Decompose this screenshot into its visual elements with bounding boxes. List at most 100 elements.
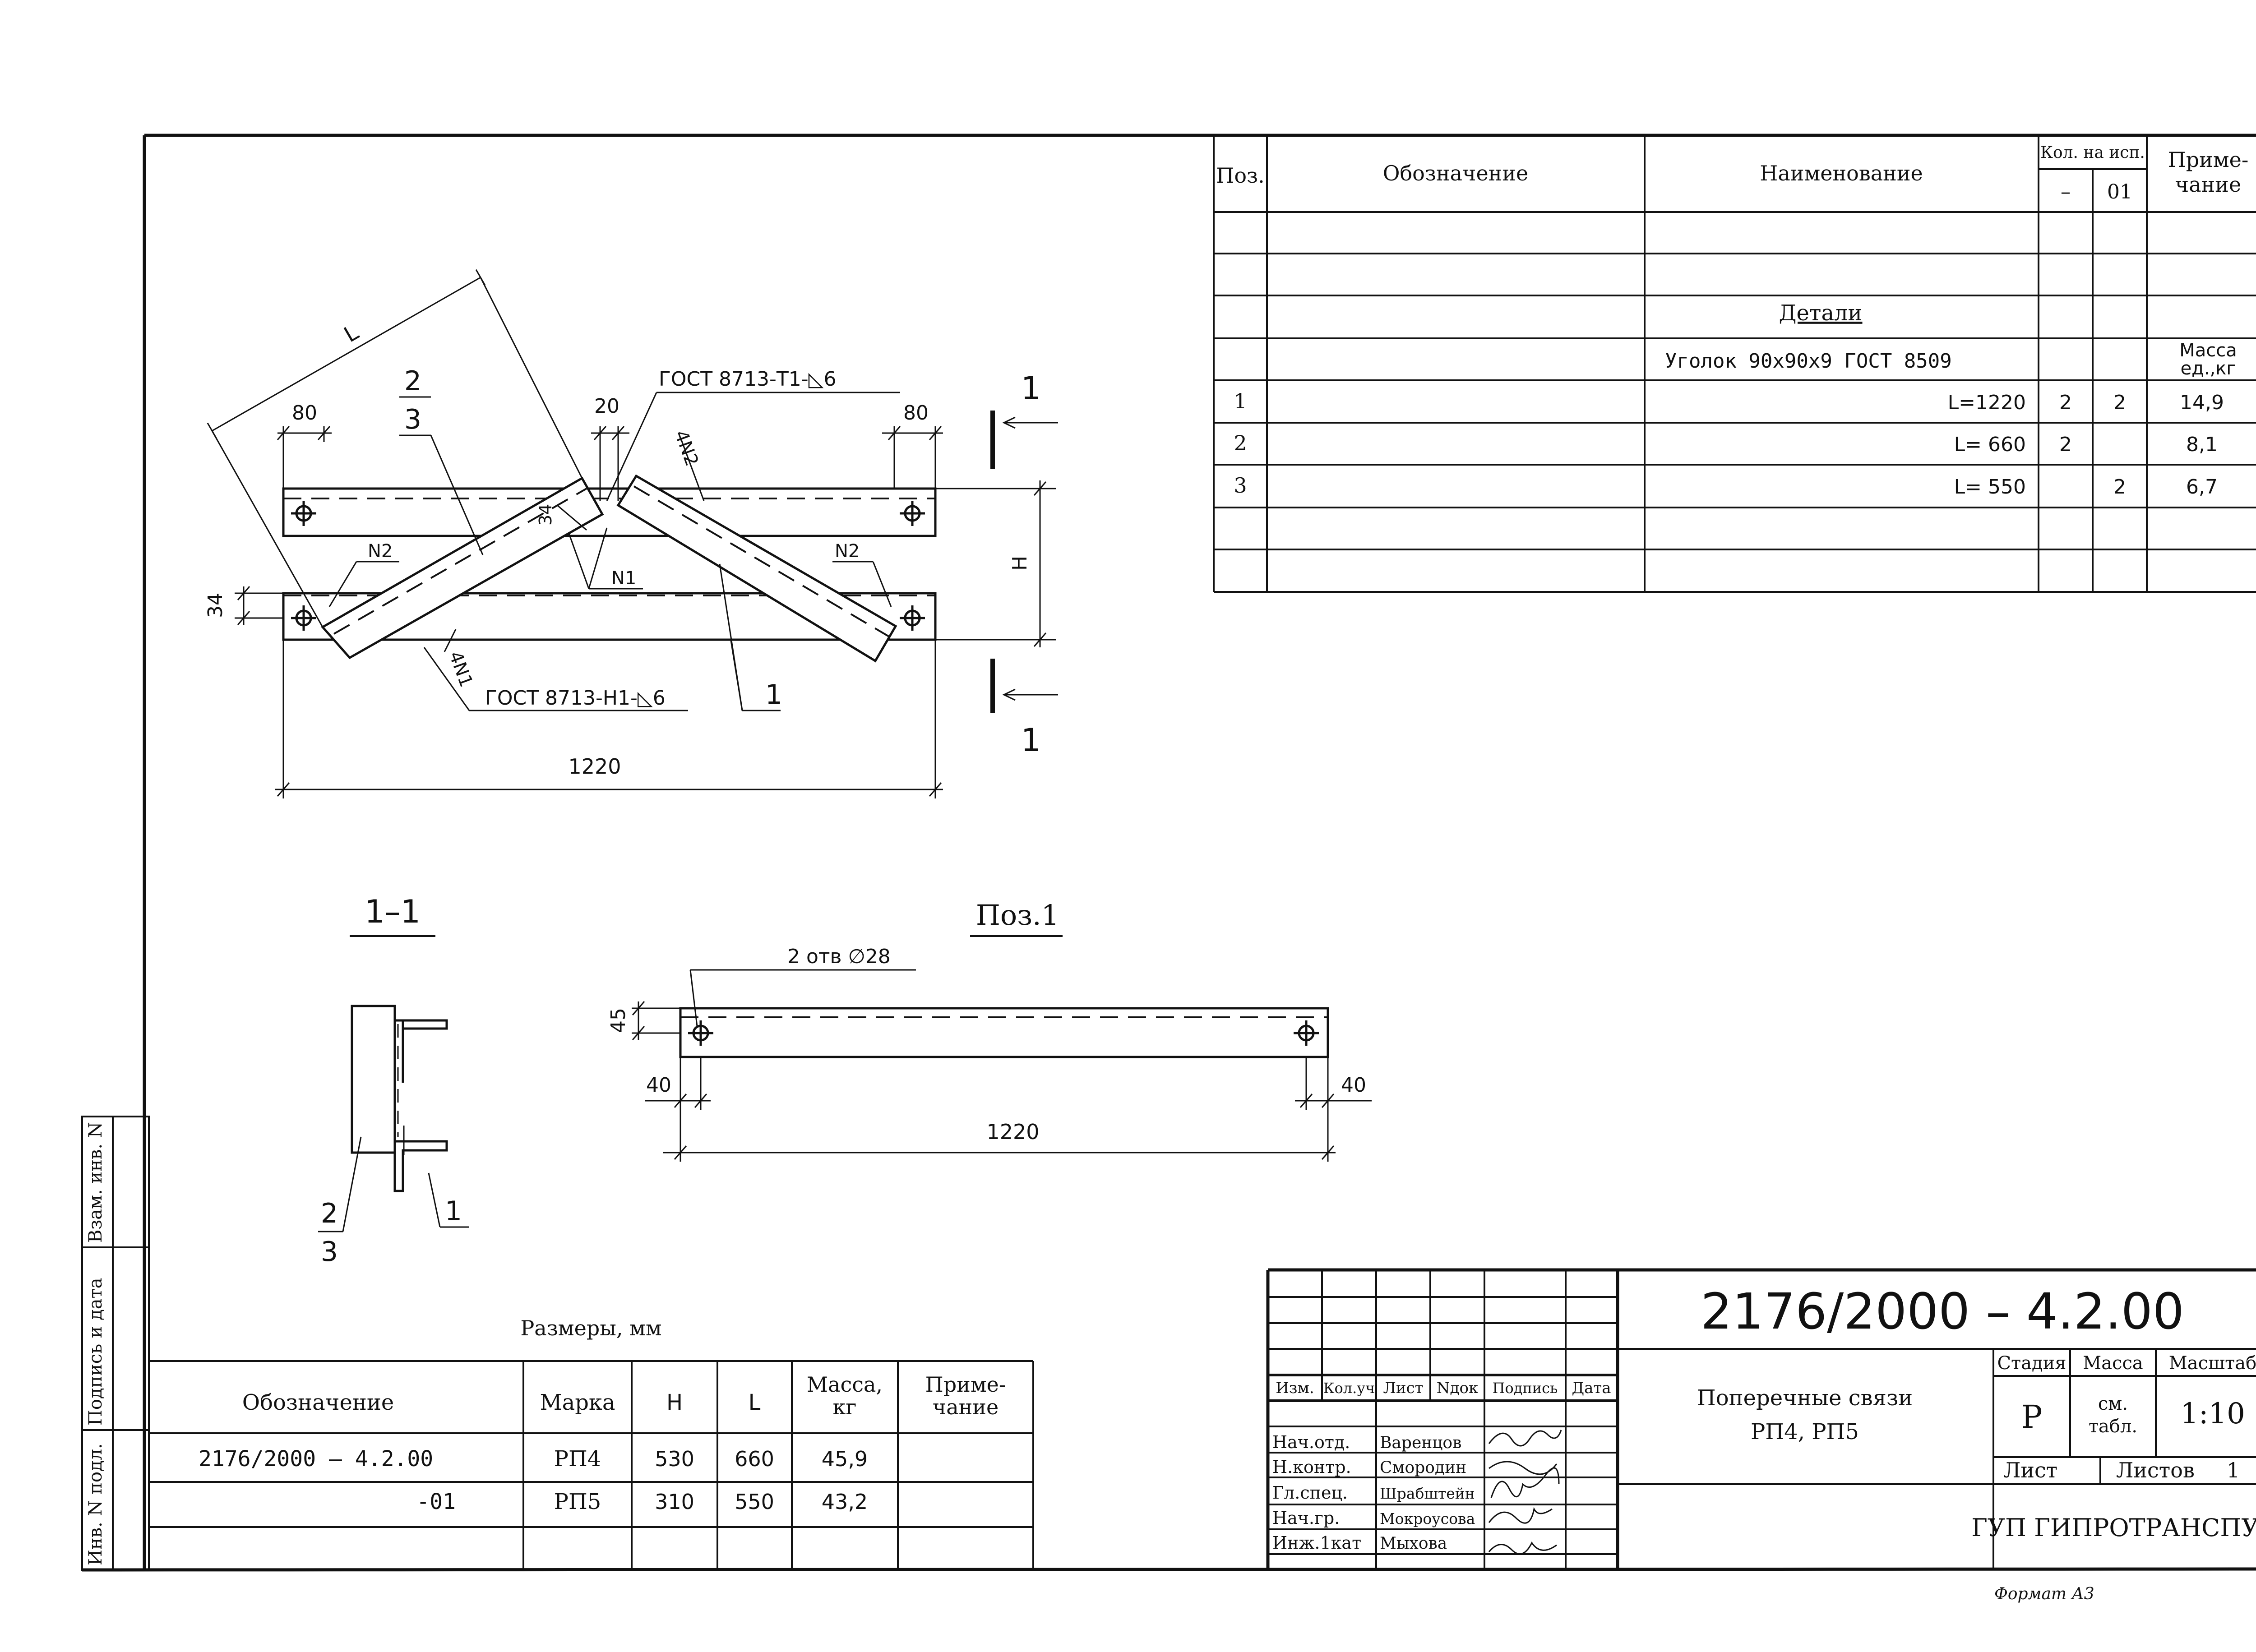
sizes-header-oboznachenie: Обозначение [242,1390,394,1415]
poz1-dim-40-left: 40 [646,1074,671,1097]
stadiya-value: Р [2021,1398,2042,1435]
spec-row-qty-dash: 2 [2059,391,2072,414]
massa-label: Масса [2083,1353,2143,1374]
staff-name: Варенцов [1380,1434,1461,1452]
spec-header-poz: Поз. [1216,163,1265,188]
sizes-header-massa-2: кг [833,1395,857,1419]
seam-label-n1: N1 [611,568,636,589]
sizes-table-grid [149,1360,1034,1570]
leader-label-3: 3 [404,404,421,435]
sizes-row-h: 310 [655,1490,694,1514]
poz1-dim-45: 45 [607,1008,630,1033]
masshtab-label: Масштаб [2169,1353,2256,1374]
side-stamp-podpis-data: Подпись и дата [85,1278,106,1426]
dim-80-right: 80 [903,401,929,425]
col-izm: Изм. [1276,1379,1314,1397]
spec-header-naimenovanie: Наименование [1760,161,1923,185]
spec-mass-note-1: Масса [2179,340,2237,361]
main-view-leaders [328,392,1058,713]
sizes-caption: Размеры, мм [520,1316,661,1340]
staff-role: Нач.гр. [1272,1508,1340,1528]
side-stamp [81,1116,150,1571]
poz1-geometry [679,935,1329,1058]
listov-label: Листов [2116,1458,2195,1482]
sizes-row-l: 550 [735,1490,774,1514]
col-kol-uch: Кол.уч [1323,1380,1375,1397]
sizes-header-prim-2: чание [933,1395,999,1419]
spec-row-qty-01: 2 [2113,391,2126,414]
staff-role: Инж.1кат [1272,1533,1361,1553]
staff-role: Гл.спец. [1272,1483,1348,1503]
side-stamp-inv-podl: Инв. N подл. [85,1443,106,1565]
sizes-header-marka: Марка [540,1390,615,1415]
spec-header-primechanie-2: чание [2175,172,2241,197]
sizes-header-prim-1: Приме- [925,1372,1006,1397]
staff-row: Нач.отд. Варенцов [1272,1432,1461,1452]
sizes-row-massa: 45,9 [822,1447,868,1471]
spec-header-var-dash: – [2061,180,2071,203]
spec-header-primechanie-1: Приме- [2168,148,2249,172]
staff-row: Н.контр. Смородин [1272,1457,1466,1477]
spec-row-qty-01: 2 [2113,475,2126,498]
staff-row: Гл.спец. Шрабштейн [1272,1483,1475,1503]
weld-label-top: ГОСТ 8713-Т1-◺6 [659,368,837,391]
section-1-1-leader-1: 1 [445,1195,462,1227]
dim-80-left: 80 [292,401,317,425]
main-view-geometry [282,474,937,663]
sizes-row-l: 660 [735,1447,774,1471]
sizes-row: -01 РП5 310 550 43,2 [416,1489,868,1514]
seam-label-4n2: 4N2 [670,428,703,469]
spec-row-poz: 1 [1234,389,1247,413]
sheet-frame [82,134,2256,1572]
listov-value: 1 [2227,1458,2240,1482]
spec-table-grid [1213,135,2256,593]
spec-header-var-01: 01 [2107,180,2132,203]
format-label: Формат А3 [1994,1585,2094,1603]
sizes-header-massa-1: Масса, [807,1372,883,1397]
sizes-row-h: 530 [655,1447,694,1471]
spec-row: 2 L= 660 2 8,1 [1234,431,2218,456]
staff-role: Нач.отд. [1272,1432,1350,1452]
spec-material: Уголок 90х90х9 ГОСТ 8509 [1665,350,1952,373]
col-ndok: Nдок [1437,1379,1478,1397]
staff-name: Мыхова [1380,1534,1447,1553]
spec-row: 1 L=1220 2 2 14,9 [1234,389,2224,414]
sizes-row-designation: 2176/2000 – 4.2.00 [199,1446,433,1472]
dim-1220-main: 1220 [568,754,621,779]
signatures [1488,1430,1562,1555]
section-mark-top: 1 [1021,370,1041,407]
section-mark-bottom: 1 [1021,722,1041,759]
staff-role: Н.контр. [1272,1457,1351,1477]
staff-name: Смородин [1380,1458,1466,1477]
spec-section-title: Детали [1779,300,1862,326]
spec-header-kol: Кол. на исп. [2040,143,2145,162]
spec-mass-note-2: ед.,кг [2181,358,2236,379]
staff-row: Нач.гр. Мокроусова [1272,1508,1475,1528]
spec-row-poz: 2 [1234,431,1247,455]
leader-label-2: 2 [404,365,421,397]
spec-row-name: L= 660 [1954,433,2026,456]
sizes-row-marka: РП4 [554,1446,601,1472]
spec-row-mass: 8,1 [2186,433,2218,456]
seam-label-n2-left: N2 [368,541,393,562]
spec-row-mass: 6,7 [2186,475,2218,498]
dim-34-small: 34 [536,504,555,526]
sizes-row-designation: -01 [416,1489,456,1514]
spec-row: 3 L= 550 2 6,7 [1234,473,2218,498]
main-view-dimensions [207,269,1056,798]
staff-name: Шрабштейн [1380,1485,1475,1502]
spec-row-name: L=1220 [1948,391,2026,414]
sizes-header-h: Н [666,1390,683,1415]
section-1-1-geometry [350,935,448,1192]
title-block-columns: Изм. Кол.уч Лист Nдок Подпись Дата [1276,1379,1611,1397]
poz1-dimensions [632,969,1372,1162]
spec-header-oboznachenie: Обозначение [1383,161,1528,185]
spec-row-qty-dash: 2 [2059,433,2072,456]
weld-label-bottom: ГОСТ 8713-Н1-◺6 [485,687,666,710]
poz1-dim-1220: 1220 [986,1120,1039,1144]
title-block-grid [1266,1268,2256,1569]
staff-row: Инж.1кат Мыхова [1272,1533,1447,1553]
section-1-1-leader-2: 2 [321,1198,338,1229]
dim-H: H [1008,556,1031,571]
